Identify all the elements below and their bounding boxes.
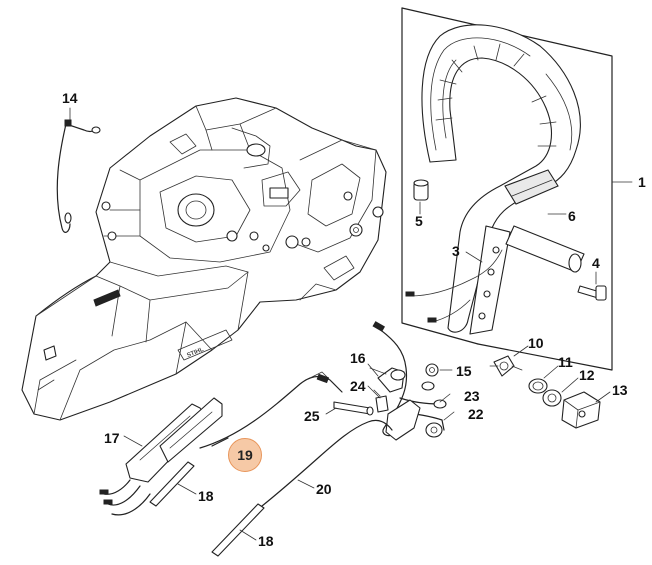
callout-1[interactable]: 1 xyxy=(638,174,646,190)
callout-17[interactable]: 17 xyxy=(104,430,120,446)
heater-element-part-17[interactable] xyxy=(125,397,223,483)
highlighted-callout-19[interactable]: 19 xyxy=(228,438,262,472)
heating-wire-part-14[interactable] xyxy=(56,107,101,233)
callout-24[interactable]: 24 xyxy=(350,378,366,394)
chainsaw-body xyxy=(21,97,387,421)
handle-heating-wire xyxy=(409,249,503,297)
bolt-part-4[interactable] xyxy=(577,271,607,301)
cover-part-13[interactable] xyxy=(561,391,601,429)
callout-13[interactable]: 13 xyxy=(612,382,628,398)
callout-6[interactable]: 6 xyxy=(568,208,576,224)
switch-part-16[interactable] xyxy=(369,367,406,393)
leader-lines xyxy=(123,201,611,541)
callout-5[interactable]: 5 xyxy=(415,213,423,229)
sleeve-part-18-upper[interactable] xyxy=(149,461,195,507)
callout-22[interactable]: 22 xyxy=(468,406,484,422)
handlebar[interactable] xyxy=(421,24,581,333)
wiring-harness[interactable] xyxy=(372,321,447,441)
washer-part-11[interactable] xyxy=(528,378,548,394)
callout-25[interactable]: 25 xyxy=(304,408,320,424)
part-24-plug[interactable] xyxy=(373,389,389,413)
callout-20[interactable]: 20 xyxy=(316,481,332,497)
callout-10[interactable]: 10 xyxy=(528,335,544,351)
callout-12[interactable]: 12 xyxy=(579,367,595,383)
rod-part-25[interactable] xyxy=(333,401,374,416)
callout-16[interactable]: 16 xyxy=(350,350,366,366)
callout-4[interactable]: 4 xyxy=(592,255,600,271)
callout-14[interactable]: 14 xyxy=(62,90,78,106)
cable-part-20[interactable] xyxy=(199,371,393,507)
sleeve-part-18-lower[interactable] xyxy=(211,503,265,557)
part-15-connector[interactable] xyxy=(425,363,453,377)
callout-3[interactable]: 3 xyxy=(452,243,460,259)
callout-23[interactable]: 23 xyxy=(464,388,480,404)
washer-part-12[interactable] xyxy=(542,389,562,407)
callout-18-lower[interactable]: 18 xyxy=(258,533,274,549)
callout-15[interactable]: 15 xyxy=(456,363,472,379)
callout-11[interactable]: 11 xyxy=(558,354,573,370)
part-10-grommet[interactable] xyxy=(489,355,523,377)
handlebar-lower-arm[interactable] xyxy=(505,213,585,273)
callout-19: 19 xyxy=(237,447,253,463)
wire-lead-part-19[interactable] xyxy=(99,437,229,516)
callout-18-upper[interactable]: 18 xyxy=(198,488,214,504)
sleeve-part-5[interactable] xyxy=(413,179,429,201)
